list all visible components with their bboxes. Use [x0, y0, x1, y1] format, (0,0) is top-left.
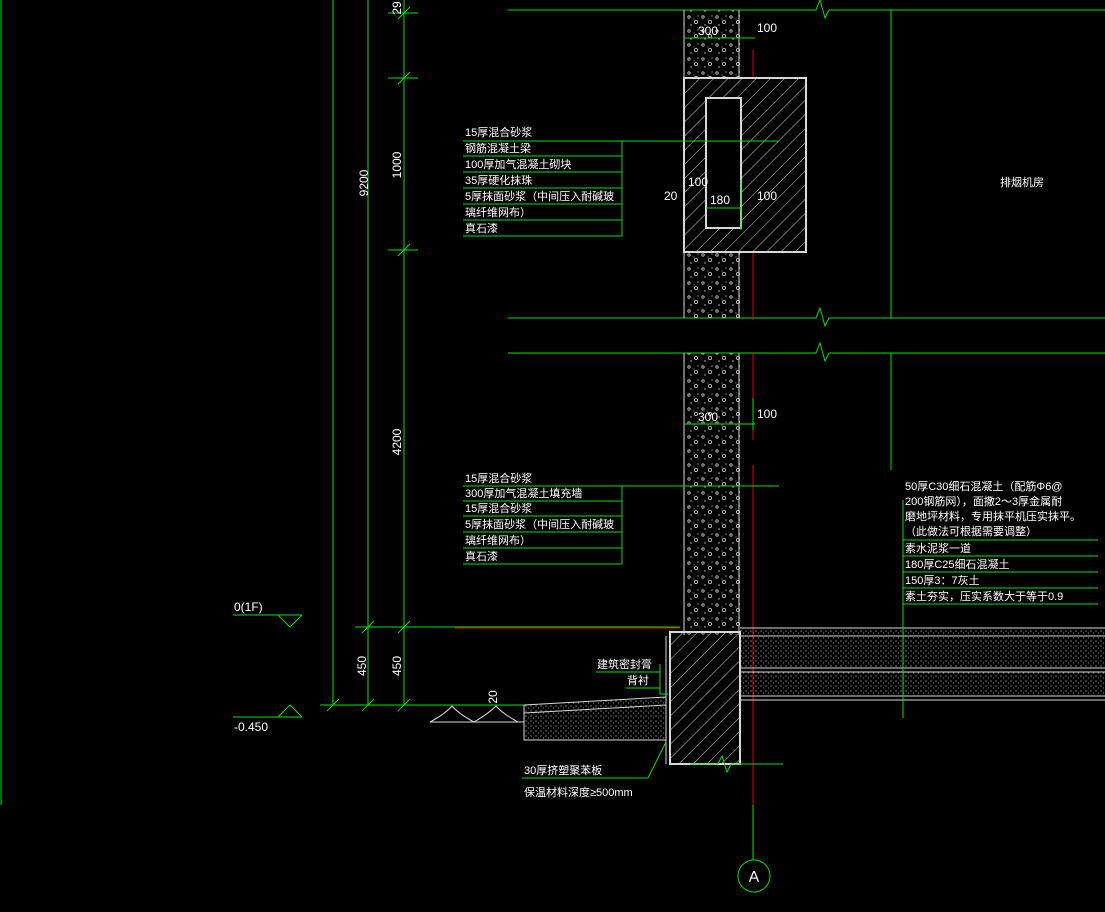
joint-label-backing: 背衬: [627, 673, 649, 687]
floor-layer-3: 磨地坪材料，专用抹平机压实抹平。: [905, 509, 1081, 523]
axis-label: A: [749, 869, 760, 886]
level-marker-exterior: [233, 704, 303, 718]
inner-dim-100: 100: [688, 175, 708, 189]
upper-layer-1: 15厚混合砂浆: [465, 125, 532, 139]
floor-layer-7: 150厚3：7灰土: [905, 573, 980, 587]
upper-layer-3: 100厚加气混凝土砌块: [465, 157, 571, 171]
floor-layer-5: 素水泥浆一道: [905, 541, 971, 555]
lower-layer-6: 真石漆: [465, 549, 498, 563]
lower-layer-notes: 15厚混合砂浆 300厚加气混凝土填充墙 15厚混合砂浆 5厚抹面砂浆（中间压入…: [465, 471, 614, 563]
dim-upper-floor: 1000: [390, 151, 404, 178]
floor-layer-4: （此做法可根据需要调整）: [905, 524, 1037, 538]
level-marker-ground: [233, 614, 303, 628]
gap-dim-20: 20: [664, 189, 678, 203]
upper-layer-2: 钢筋混凝土梁: [465, 141, 531, 155]
axis-bubble: [737, 859, 771, 893]
upper-beam: [683, 77, 807, 253]
inner-dim-100b: 100: [757, 189, 777, 203]
insulation-label-depth: 保温材料深度≥500mm: [524, 785, 633, 799]
exterior-apron: [429, 696, 667, 741]
lower-layer-5: 璃纤维网布）: [465, 533, 531, 547]
dimension-chain: [320, 0, 680, 712]
floor-note-leaders: [902, 500, 1098, 718]
slope-dim: 20: [486, 690, 500, 704]
floor-layer-1: 50厚C30细石混凝土（配筋Φ6@: [905, 479, 1062, 493]
dim-base-right: 450: [390, 656, 404, 676]
lower-offset-dim: 100: [757, 407, 777, 421]
dim-base-left: 450: [355, 656, 369, 676]
insulation-leader: [522, 741, 667, 779]
lower-layer-1: 15厚混合砂浆: [465, 471, 532, 485]
inner-dim-180: 180: [710, 193, 730, 207]
upper-layer-7: 真石漆: [465, 221, 498, 235]
dim-lower-floor: 4200: [390, 428, 404, 455]
insulation-label-board: 30厚挤塑聚苯板: [524, 763, 602, 777]
upper-layer-4: 35厚硬化抹珠: [465, 173, 532, 187]
upper-wall-dim: 300: [698, 24, 718, 38]
lower-wall-dim: 300: [698, 410, 718, 424]
lower-layer-3: 15厚混合砂浆: [465, 501, 532, 515]
lower-wall: [683, 353, 740, 635]
upper-layer-leaders: [463, 140, 779, 237]
floor-layer-8: 素土夯实，压实系数大于等于0.9: [905, 589, 1063, 603]
dim-top-partial: 29: [390, 1, 404, 15]
dim-total-height: 9200: [357, 169, 371, 196]
foundation: [665, 631, 783, 774]
floor-layer-2: 200钢筋网），面撒2～3厚金属耐: [905, 494, 1062, 508]
level-ground-label: 0(1F): [234, 600, 263, 614]
lower-layer-4: 5厚抹面砂浆（中间压入耐碱玻: [465, 517, 614, 531]
upper-layer-notes: 15厚混合砂浆 钢筋混凝土梁 100厚加气混凝土砌块 35厚硬化抹珠 5厚抹面砂…: [465, 125, 614, 235]
floor-layer-6: 180厚C25细石混凝土: [905, 557, 1010, 571]
lower-layer-2: 300厚加气混凝土填充墙: [465, 486, 582, 500]
floor-layer-notes: 50厚C30细石混凝土（配筋Φ6@ 200钢筋网），面撒2～3厚金属耐 磨地坪材…: [905, 479, 1081, 603]
room-label: 排烟机房: [1000, 175, 1044, 189]
floor-slab: [740, 627, 1105, 701]
joint-leaders: [596, 664, 668, 695]
upper-offset-dim: 100: [757, 21, 777, 35]
upper-layer-6: 璃纤维网布）: [465, 205, 531, 219]
joint-label-sealant: 建筑密封膏: [597, 657, 652, 671]
lower-layer-leaders: [463, 485, 779, 565]
upper-layer-5: 5厚抹面砂浆（中间压入耐碱玻: [465, 189, 614, 203]
break-lines: [508, 0, 1105, 470]
level-exterior-label: -0.450: [234, 720, 268, 734]
